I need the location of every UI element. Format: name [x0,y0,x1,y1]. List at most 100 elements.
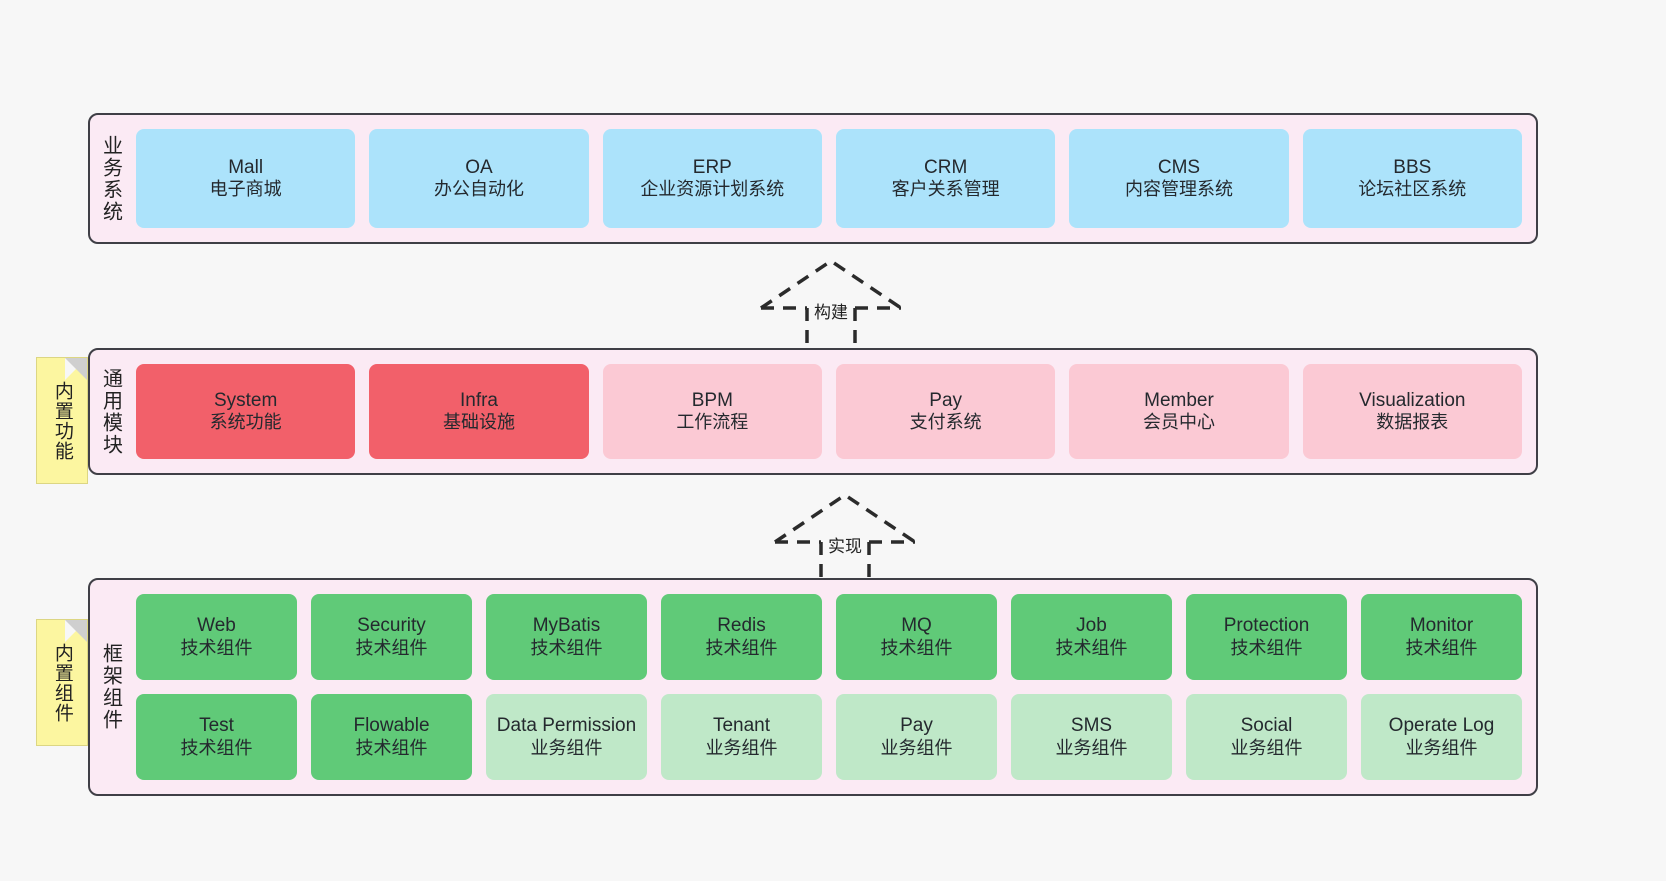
module-subtitle: 数据报表 [1376,412,1449,433]
module-box-operate-log[interactable]: Operate Log 业务组件 [1361,694,1522,780]
layer-body-common-module: System 系统功能 Infra 基础设施 BPM 工作流程 Pay 支付系统… [130,350,1536,473]
module-title: Monitor [1409,615,1474,637]
module-title: Tenant [712,715,771,737]
note-label: 内置功能 [51,380,73,461]
module-subtitle: 技术组件 [1055,637,1128,658]
module-row: Test 技术组件 Flowable 技术组件 Data Permission … [136,694,1522,780]
module-box-redis[interactable]: Redis 技术组件 [661,594,822,680]
module-box-oa[interactable]: OA 办公自动化 [369,129,589,228]
connector-build: 构建 [758,258,904,348]
module-box-monitor[interactable]: Monitor 技术组件 [1361,594,1522,680]
module-box-flowable[interactable]: Flowable 技术组件 [311,694,472,780]
module-subtitle: 企业资源计划系统 [640,179,785,200]
module-subtitle: 支付系统 [909,412,982,433]
module-title: ERP [692,156,732,178]
module-title: OA [465,156,493,178]
module-box-bbs[interactable]: BBS 论坛社区系统 [1302,129,1522,228]
module-box-social[interactable]: Social 业务组件 [1186,694,1347,780]
module-subtitle: 技术组件 [1405,637,1478,658]
module-subtitle: 业务组件 [1405,737,1478,758]
module-box-member[interactable]: Member 会员中心 [1069,364,1289,459]
module-title: MQ [901,615,932,637]
note-label: 内置组件 [51,642,73,723]
layer-body-business-system: Mall 电子商城 OA 办公自动化 ERP 企业资源计划系统 CRM 客户关系… [130,115,1536,242]
layer-framework-component: 框架组件 Web 技术组件 Security 技术组件 MyBatis 技术组件… [88,578,1538,796]
module-title: Member [1144,389,1214,411]
module-box-infra[interactable]: Infra 基础设施 [369,364,589,459]
module-title: Protection [1223,615,1310,637]
module-box-visualization[interactable]: Visualization 数据报表 [1302,364,1522,459]
module-box-crm[interactable]: CRM 客户关系管理 [835,129,1056,228]
module-box-mq[interactable]: MQ 技术组件 [836,594,997,680]
module-subtitle: 内容管理系统 [1124,179,1233,200]
note-fold-corner-icon [65,358,87,380]
module-box-protection[interactable]: Protection 技术组件 [1186,594,1347,680]
module-subtitle: 技术组件 [880,637,953,658]
module-box-web[interactable]: Web 技术组件 [136,594,297,680]
module-title: Test [199,715,234,737]
module-title: BBS [1393,156,1432,178]
module-title: MyBatis [532,615,601,637]
module-subtitle: 技术组件 [1230,637,1303,658]
module-box-mybatis[interactable]: MyBatis 技术组件 [486,594,647,680]
module-box-test[interactable]: Test 技术组件 [136,694,297,780]
module-subtitle: 技术组件 [530,637,603,658]
module-subtitle: 论坛社区系统 [1358,179,1467,200]
module-title: Pay [900,715,933,737]
layer-business-system: 业务系统 Mall 电子商城 OA 办公自动化 ERP 企业资源计划系统 CRM… [88,113,1538,244]
module-subtitle: 办公自动化 [433,179,524,200]
module-row: Mall 电子商城 OA 办公自动化 ERP 企业资源计划系统 CRM 客户关系… [136,129,1522,228]
module-subtitle: 基础设施 [442,412,515,433]
module-title: System [213,389,278,411]
connector-label-build: 构建 [814,303,848,322]
module-box-cms[interactable]: CMS 内容管理系统 [1069,129,1289,228]
module-box-bpm[interactable]: BPM 工作流程 [602,364,822,459]
module-title: SMS [1070,715,1113,737]
module-box-data-permission[interactable]: Data Permission 业务组件 [486,694,647,780]
module-subtitle: 业务组件 [705,737,778,758]
module-title: Operate Log [1388,715,1495,737]
module-box-pay-business[interactable]: Pay 业务组件 [836,694,997,780]
note-fold-corner-icon [65,620,87,642]
module-box-security[interactable]: Security 技术组件 [311,594,472,680]
module-title: Web [197,615,236,637]
module-box-pay[interactable]: Pay 支付系统 [835,364,1056,459]
module-title: CMS [1157,156,1201,178]
module-subtitle: 技术组件 [180,737,253,758]
module-title: Infra [459,389,498,411]
module-subtitle: 会员中心 [1142,412,1215,433]
connector-implement: 实现 [772,492,918,582]
module-title: Pay [929,389,963,411]
module-title: Security [357,615,426,637]
module-title: Social [1240,715,1293,737]
module-title: Job [1076,615,1107,637]
module-box-system[interactable]: System 系统功能 [136,364,356,459]
dashed-hollow-arrow-icon [760,258,902,348]
module-subtitle: 技术组件 [355,737,428,758]
module-box-tenant[interactable]: Tenant 业务组件 [661,694,822,780]
module-box-sms[interactable]: SMS 业务组件 [1011,694,1172,780]
module-subtitle: 电子商城 [209,179,282,200]
module-title: Redis [717,615,766,637]
module-title: Mall [228,156,264,178]
module-subtitle: 技术组件 [355,637,428,658]
module-title: BPM [691,389,733,411]
module-title: Data Permission [496,715,637,737]
module-box-mall[interactable]: Mall 电子商城 [136,129,356,228]
module-subtitle: 业务组件 [880,737,953,758]
dashed-hollow-arrow-icon [774,492,916,582]
module-box-erp[interactable]: ERP 企业资源计划系统 [602,129,822,228]
note-builtin-function: 内置功能 [36,357,88,484]
module-subtitle: 系统功能 [209,412,282,433]
module-subtitle: 业务组件 [1230,737,1303,758]
module-title: Flowable [353,715,430,737]
module-box-job[interactable]: Job 技术组件 [1011,594,1172,680]
layer-title-business-system: 业务系统 [99,134,122,223]
layer-common-module: 通用模块 System 系统功能 Infra 基础设施 BPM 工作流程 Pay… [88,348,1538,475]
module-subtitle: 业务组件 [1055,737,1128,758]
layer-body-framework-component: Web 技术组件 Security 技术组件 MyBatis 技术组件 Redi… [130,580,1536,794]
module-row: Web 技术组件 Security 技术组件 MyBatis 技术组件 Redi… [136,594,1522,680]
module-subtitle: 工作流程 [676,412,749,433]
module-subtitle: 业务组件 [530,737,603,758]
